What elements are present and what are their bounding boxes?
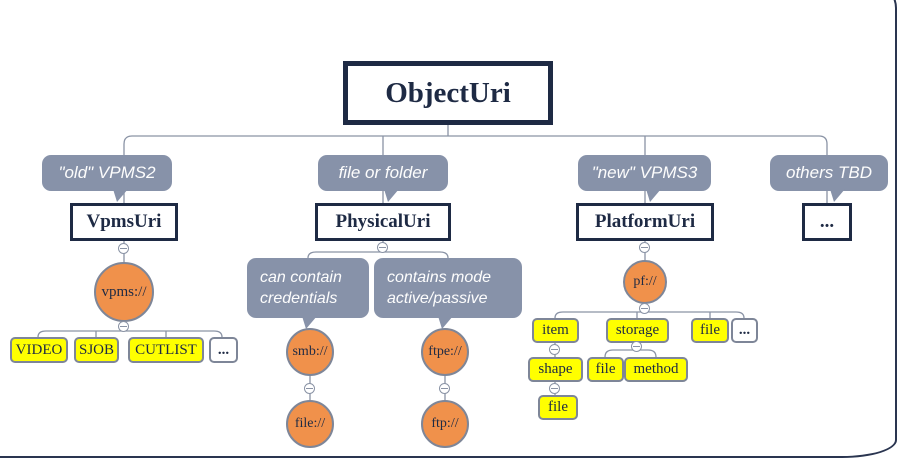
leaf-video[interactable]: VIDEO — [10, 337, 68, 363]
callout-tail — [302, 316, 317, 329]
callout-label: "old" VPMS2 — [58, 163, 156, 182]
collapse-toggle-icon[interactable] — [118, 243, 129, 254]
callout-contains-mode[interactable]: contains mode active/passive — [374, 258, 522, 329]
scheme-circle-pf[interactable]: pf:// — [623, 260, 667, 304]
leaf-label: method — [633, 361, 679, 377]
leaf-shape-file[interactable]: file — [538, 395, 578, 420]
leaf-label: file — [595, 361, 616, 377]
callout-tail — [830, 189, 845, 202]
class-box-platformuri[interactable]: PlatformUri — [576, 203, 714, 241]
callout-can-contain-credentials[interactable]: can contain credentials — [247, 258, 369, 329]
leaf-ellipsis[interactable]: ... — [209, 337, 238, 363]
scheme-label: ftpe:// — [428, 344, 462, 359]
callout-label: can contain credentials — [260, 268, 342, 307]
collapse-toggle-icon[interactable] — [549, 383, 560, 394]
leaf-storage[interactable]: storage — [606, 318, 669, 343]
leaf-ellipsis[interactable]: ... — [731, 318, 758, 343]
collapse-toggle-icon[interactable] — [439, 383, 450, 394]
leaf-label: item — [542, 322, 569, 338]
collapse-toggle-icon[interactable] — [639, 242, 650, 253]
scheme-circle-ftpe[interactable]: ftpe:// — [421, 328, 469, 376]
leaf-label: ... — [217, 341, 230, 358]
leaf-label: file — [700, 322, 720, 338]
callout-old-vpms2[interactable]: "old" VPMS2 — [42, 155, 172, 202]
callout-tail — [646, 189, 661, 202]
callout-others-tbd[interactable]: others TBD — [770, 155, 888, 202]
callout-label: "new" VPMS3 — [591, 163, 698, 182]
leaf-cutlist[interactable]: CUTLIST — [128, 337, 204, 363]
scheme-circle-vpms[interactable]: vpms:// — [94, 262, 154, 322]
scheme-circle-file[interactable]: file:// — [286, 400, 334, 448]
class-label: PlatformUri — [594, 211, 696, 232]
collapse-toggle-icon[interactable] — [118, 321, 129, 332]
collapse-toggle-icon[interactable] — [304, 383, 315, 394]
scheme-label: ftp:// — [431, 416, 459, 431]
collapse-toggle-icon[interactable] — [549, 344, 560, 355]
callout-tail — [113, 189, 128, 202]
leaf-label: ... — [738, 322, 751, 338]
class-label: ... — [819, 211, 835, 232]
scheme-label: vpms:// — [101, 283, 147, 300]
leaf-label: CUTLIST — [135, 341, 197, 358]
scheme-label: file:// — [294, 416, 326, 431]
collapse-toggle-icon[interactable] — [377, 242, 388, 253]
leaf-label: file — [548, 399, 568, 415]
leaf-storage-file[interactable]: file — [587, 357, 624, 382]
leaf-label: shape — [538, 361, 573, 377]
callout-label: others TBD — [786, 163, 872, 182]
leaf-file[interactable]: file — [691, 318, 729, 343]
page-border — [0, 0, 897, 458]
leaf-label: SJOB — [78, 341, 115, 358]
callout-label: contains mode active/passive — [387, 268, 492, 307]
callout-file-or-folder[interactable]: file or folder — [318, 155, 448, 202]
class-box-physicaluri[interactable]: PhysicalUri — [315, 203, 451, 241]
leaf-shape[interactable]: shape — [528, 357, 583, 382]
leaf-label: VIDEO — [15, 341, 63, 358]
leaf-method[interactable]: method — [624, 357, 688, 382]
scheme-label: pf:// — [633, 274, 657, 289]
leaf-label: storage — [615, 322, 660, 338]
collapse-toggle-icon[interactable] — [631, 341, 642, 352]
scheme-circle-smb[interactable]: smb:// — [286, 328, 334, 376]
callout-new-vpms3[interactable]: "new" VPMS3 — [578, 155, 711, 202]
class-label: VpmsUri — [86, 211, 162, 232]
class-box-others-ellipsis[interactable]: ... — [802, 203, 852, 241]
callout-tail — [384, 189, 399, 202]
root-node-objecturi[interactable]: ObjectUri — [343, 61, 553, 125]
root-label: ObjectUri — [385, 76, 511, 109]
scheme-circle-ftp[interactable]: ftp:// — [421, 400, 469, 448]
callout-label: file or folder — [338, 163, 428, 182]
class-label: PhysicalUri — [335, 211, 431, 232]
leaf-item[interactable]: item — [532, 318, 579, 343]
leaf-sjob[interactable]: SJOB — [74, 337, 119, 363]
scheme-label: smb:// — [292, 344, 328, 359]
callout-tail — [438, 316, 453, 329]
class-box-vpmsuri[interactable]: VpmsUri — [70, 203, 178, 241]
collapse-toggle-icon[interactable] — [639, 303, 650, 314]
